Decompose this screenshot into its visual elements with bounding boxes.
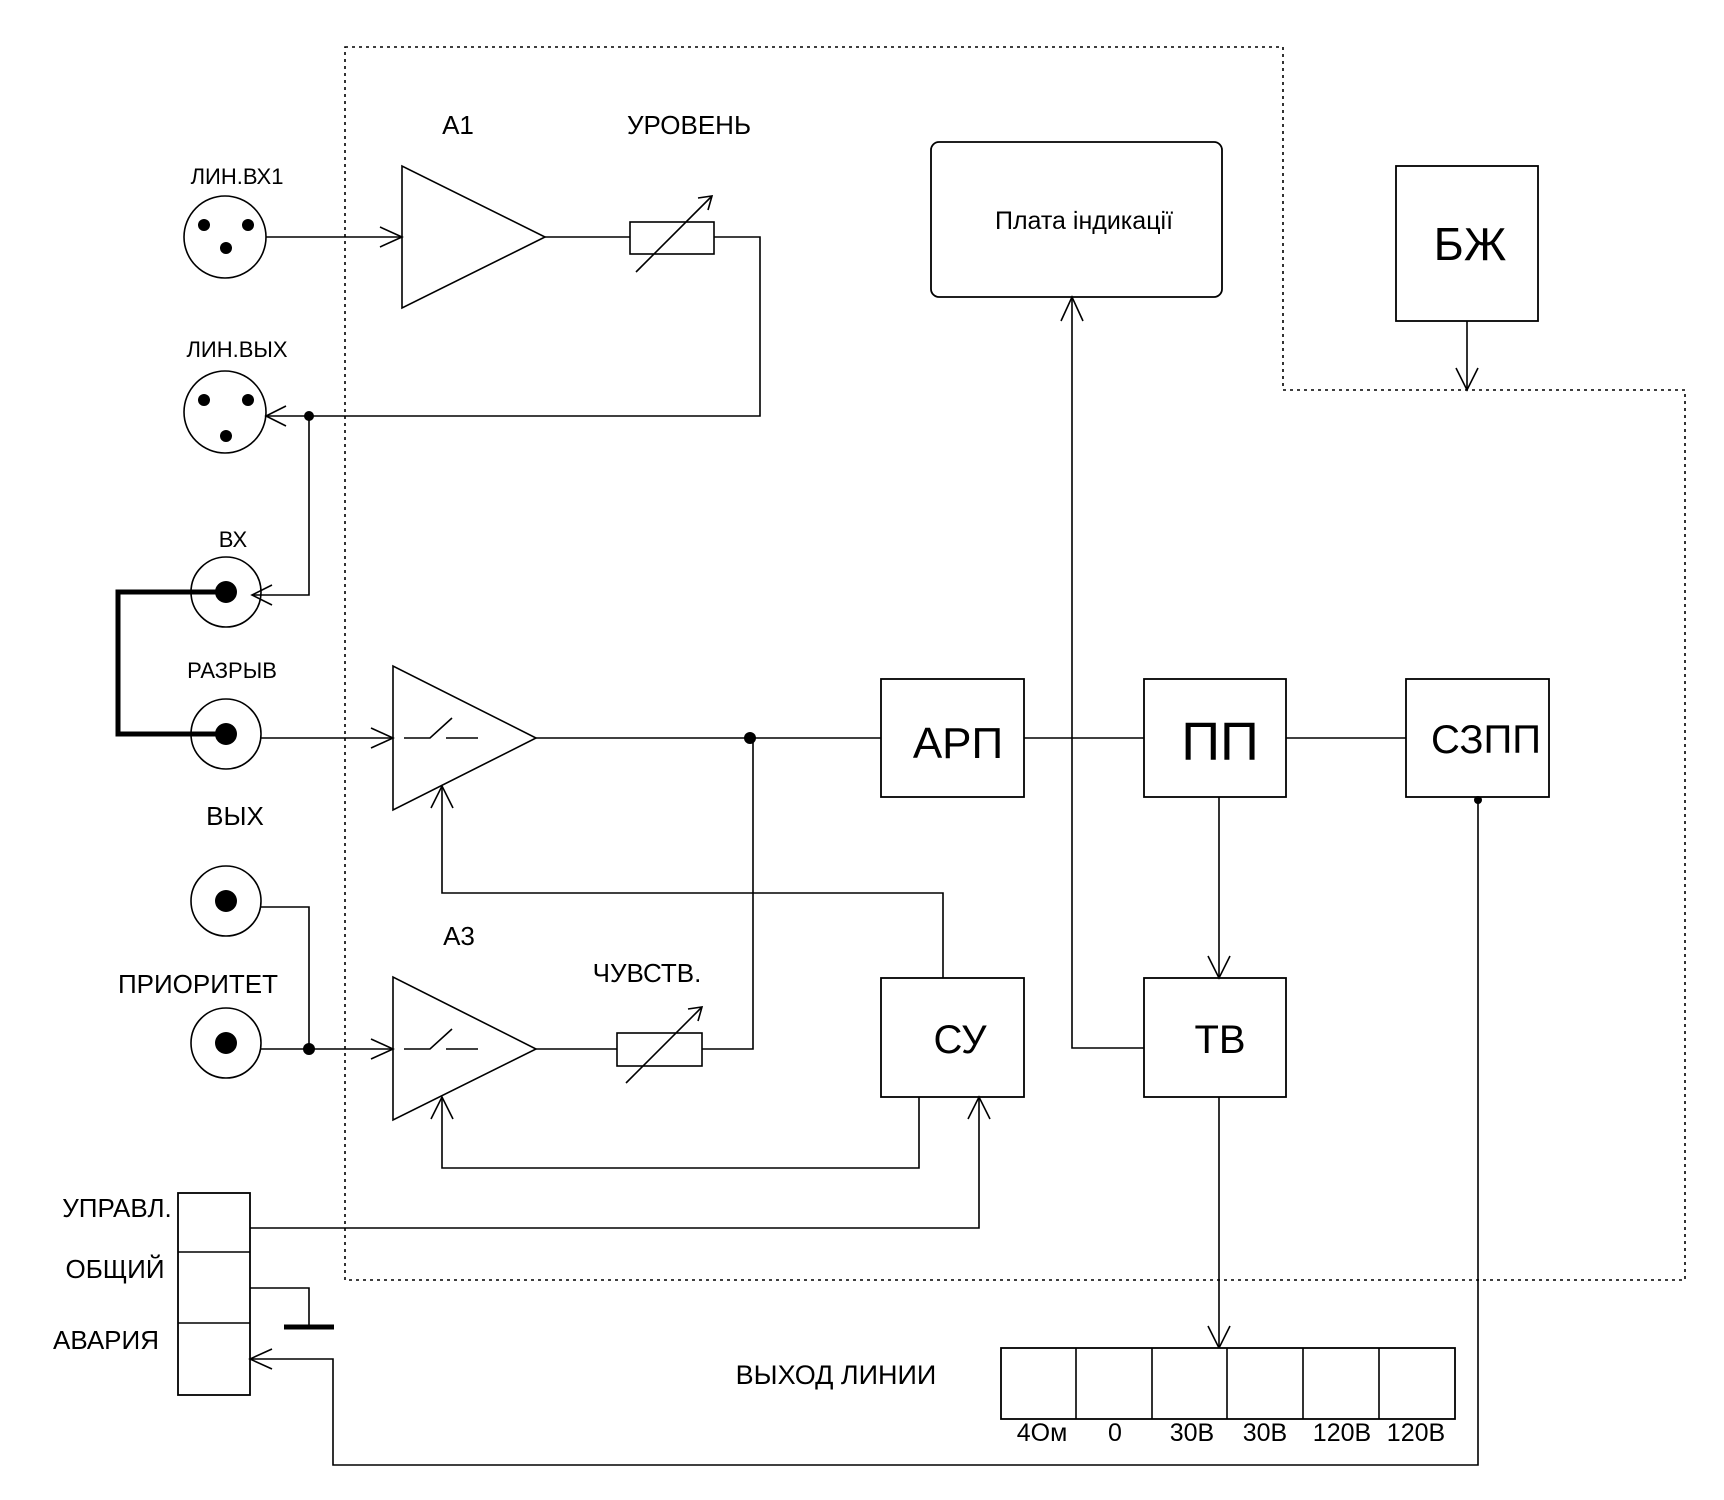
line-output-terminal-label: 120В <box>1387 1419 1445 1447</box>
line-output-terminal-label: 30В <box>1243 1419 1287 1447</box>
switch-symbol <box>404 717 478 739</box>
rca-jack-priority <box>190 1007 262 1079</box>
line-output-terminal-label: 4Ом <box>1017 1419 1068 1447</box>
psu-block <box>1395 165 1539 322</box>
pp-block <box>1143 678 1287 798</box>
sensitivity-potentiometer <box>616 1006 704 1084</box>
wire-tv-to-indication <box>1071 297 1144 1049</box>
label-out: ВЫХ <box>206 801 264 831</box>
jumper-wire <box>115 589 226 737</box>
arrowhead-indication <box>1060 295 1084 322</box>
wire-out-to-priority <box>261 906 310 1049</box>
label-level: УРОВЕНЬ <box>627 110 751 140</box>
tv-block-label: ТВ <box>1194 1018 1245 1062</box>
label-a3: А3 <box>443 921 475 951</box>
label-sensitivity: ЧУВСТВ. <box>593 958 702 988</box>
wire-control-to-su <box>250 1097 980 1229</box>
wire-level-to-line-out <box>266 236 761 417</box>
tv-block <box>1143 977 1287 1098</box>
wire-su-to-main-amp <box>441 786 944 978</box>
su-block-label: СУ <box>934 1018 988 1062</box>
label-alarm: АВАРИЯ <box>53 1325 159 1355</box>
indication-board-label: Плата індикації <box>995 207 1173 235</box>
label-line-out: ЛИН.ВЫХ <box>186 337 287 362</box>
rca-jack-out <box>190 865 262 937</box>
arrowhead-tv <box>1207 955 1231 980</box>
switch-symbol <box>404 1028 478 1050</box>
line-output-terminal-label: 30В <box>1170 1419 1214 1447</box>
arrowhead-alarm <box>248 1348 273 1370</box>
indication-board <box>930 141 1223 298</box>
su-block <box>880 977 1025 1098</box>
housing-boundary <box>344 46 1686 1281</box>
pp-block-label: ПП <box>1181 712 1259 772</box>
xlr-connector-line-in1 <box>183 195 267 279</box>
level-potentiometer <box>629 195 715 273</box>
line-output-terminal-label: 120В <box>1313 1419 1371 1447</box>
label-break: РАЗРЫВ <box>187 658 277 683</box>
arrowhead-in-jack <box>250 584 273 606</box>
line-output-terminal-strip <box>1000 1347 1456 1420</box>
arrowhead-a1-input <box>379 226 404 248</box>
arp-block <box>880 678 1025 798</box>
label-common: ОБЩИЙ <box>65 1254 164 1284</box>
label-a1: А1 <box>442 110 474 140</box>
wire-szpp-to-alarm <box>250 800 1479 1466</box>
control-terminal-block <box>177 1192 251 1396</box>
junction-dot <box>744 732 756 744</box>
label-priority: ПРИОРИТЕТ <box>118 969 278 999</box>
label-control: УПРАВЛ. <box>62 1193 171 1223</box>
wire-common-to-ground <box>250 1287 310 1325</box>
szpp-block-label: СЗПП <box>1431 718 1541 762</box>
psu-block-label: БЖ <box>1434 218 1507 270</box>
amplifier-a1 <box>401 164 547 310</box>
wire-sensitivity-to-bus <box>702 738 754 1050</box>
arrowhead-psu <box>1455 367 1479 392</box>
amplifier-a3 <box>392 975 538 1122</box>
szpp-block <box>1405 678 1550 798</box>
line-output-terminal-label: 0 <box>1108 1419 1122 1447</box>
arrowhead-main-amp-control <box>430 784 454 809</box>
arrowhead-su-control <box>967 1095 991 1120</box>
label-line-in1: ЛИН.ВХ1 <box>191 164 284 189</box>
wire-to-in-jack <box>252 416 310 596</box>
label-line-output: ВЫХОД ЛИНИИ <box>736 1360 937 1390</box>
xlr-connector-line-out <box>183 370 267 454</box>
wire-su-to-a3 <box>441 1097 920 1169</box>
label-in: ВХ <box>219 527 248 552</box>
arp-block-label: АРП <box>913 719 1003 768</box>
arrowhead-a3-control <box>430 1095 454 1120</box>
arrowhead-line-out <box>264 405 287 427</box>
arrowhead-amp-input <box>370 727 395 749</box>
